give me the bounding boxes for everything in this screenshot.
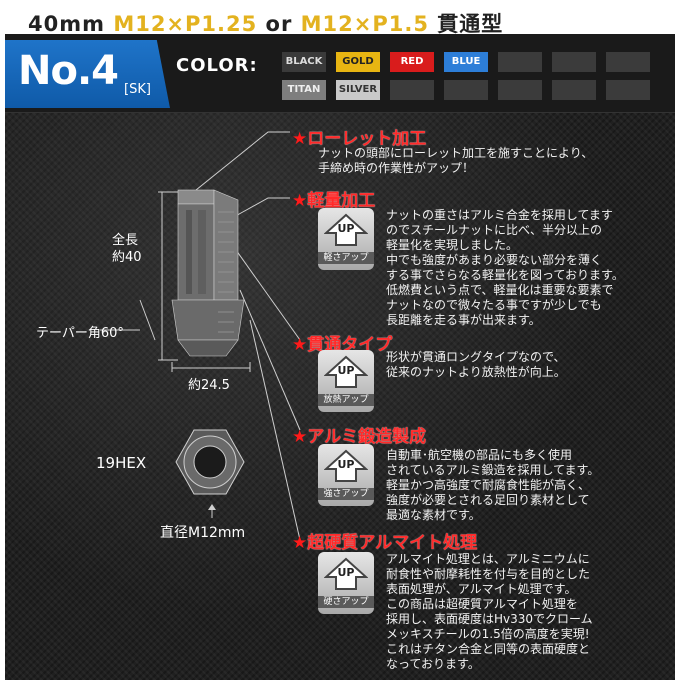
up-text: UP bbox=[337, 566, 355, 579]
length-label: 全長 約40 bbox=[112, 233, 142, 265]
leader-line bbox=[231, 197, 290, 219]
feature-title-text: ローレット加工 bbox=[307, 129, 427, 149]
feature-title-text: 軽量加工 bbox=[307, 191, 376, 211]
feature-title: ★ローレット加工 bbox=[292, 124, 426, 149]
star-icon: ★ bbox=[292, 533, 308, 553]
empty-swatch bbox=[498, 52, 542, 72]
up-badge: UP 硬さアップ bbox=[318, 552, 374, 614]
taper-angle-label: テーパー角60° bbox=[36, 326, 124, 341]
up-badge: UP 放熱アップ bbox=[318, 350, 374, 412]
empty-swatch bbox=[606, 52, 650, 72]
width-label: 約24.5 bbox=[188, 378, 230, 393]
color-label: COLOR: bbox=[176, 55, 258, 76]
empty-swatch bbox=[606, 80, 650, 100]
product-badge bbox=[5, 40, 170, 108]
thread-spec-1: M12×P1.25 bbox=[113, 12, 258, 36]
feature-description: 形状が貫通ロングタイプなので、 従来のナットより放熱性が向上。 bbox=[386, 350, 566, 379]
product-number: No.4 bbox=[18, 48, 119, 94]
nut-top-view bbox=[175, 429, 245, 495]
badge-label: 放熱アップ bbox=[318, 394, 374, 406]
feature-description: アルマイト処理とは、アルミニウムに 耐食性や耐摩耗性を付与を目的とした 表面処理… bbox=[386, 552, 593, 671]
empty-swatch bbox=[444, 80, 488, 100]
up-text: UP bbox=[337, 458, 355, 471]
badge-label: 軽さアップ bbox=[318, 252, 374, 264]
up-arrow-icon bbox=[324, 355, 368, 388]
swatch-silver: SILVER bbox=[336, 80, 380, 100]
size-text: 40mm bbox=[28, 12, 105, 36]
hex-size-label: 19HEX bbox=[96, 454, 147, 472]
empty-swatch bbox=[552, 52, 596, 72]
leader-line bbox=[195, 131, 290, 191]
leader-line bbox=[239, 289, 301, 431]
swatch-red: RED bbox=[390, 52, 434, 72]
header-bar bbox=[0, 0, 680, 34]
star-icon: ★ bbox=[292, 427, 308, 447]
badge-label: 硬さアップ bbox=[318, 596, 374, 608]
up-badge: UP 軽さアップ bbox=[318, 208, 374, 270]
swatch-gold: GOLD bbox=[336, 52, 380, 72]
page-title: 40mm M12×P1.25 or M12×P1.5 貫通型 bbox=[28, 8, 503, 38]
feature-title-text: 超硬質アルマイト処理 bbox=[307, 533, 478, 553]
star-icon: ★ bbox=[292, 335, 308, 355]
up-arrow-icon bbox=[324, 557, 368, 590]
feature-description: ナットの頭部にローレット加工を施すことにより、 手締め時の作業性がアップ！ bbox=[318, 146, 594, 175]
swatch-titan: TITAN bbox=[282, 80, 326, 100]
type-text: 貫通型 bbox=[437, 12, 504, 36]
empty-swatch bbox=[552, 80, 596, 100]
star-icon: ★ bbox=[292, 129, 308, 149]
empty-swatch bbox=[498, 80, 542, 100]
product-code: [SK] bbox=[124, 82, 151, 97]
up-badge: UP 強さアップ bbox=[318, 444, 374, 506]
thread-diameter-label: 直径M12mm bbox=[160, 525, 246, 541]
badge-label: 強さアップ bbox=[318, 488, 374, 500]
up-arrow-icon bbox=[324, 449, 368, 482]
empty-swatch bbox=[390, 80, 434, 100]
feature-title: ★アルミ鍛造製成 bbox=[292, 422, 426, 447]
nut-technical-drawing bbox=[100, 131, 301, 541]
nut-side-view bbox=[171, 189, 245, 357]
swatch-black: BLACK bbox=[282, 52, 326, 72]
thread-spec-2: M12×P1.5 bbox=[300, 12, 429, 36]
up-arrow-icon bbox=[324, 213, 368, 246]
swatch-blue: BLUE bbox=[444, 52, 488, 72]
leader-line bbox=[235, 249, 301, 341]
star-icon: ★ bbox=[292, 191, 308, 211]
leader-line bbox=[249, 319, 301, 541]
up-text: UP bbox=[337, 222, 355, 235]
feature-title: ★軽量加工 bbox=[292, 186, 375, 211]
feature-title-text: アルミ鍛造製成 bbox=[307, 427, 427, 447]
feature-description: 自動車･航空機の部品にも多く使用 されているアルミ鍛造を採用してます。 軽量かつ… bbox=[386, 448, 600, 522]
up-text: UP bbox=[337, 364, 355, 377]
feature-title: ★超硬質アルマイト処理 bbox=[292, 528, 477, 553]
or-text: or bbox=[265, 12, 293, 36]
feature-description: ナットの重さはアルミ合金を採用してます のでスチールナットに比べ、半分以上の 軽… bbox=[386, 208, 624, 327]
